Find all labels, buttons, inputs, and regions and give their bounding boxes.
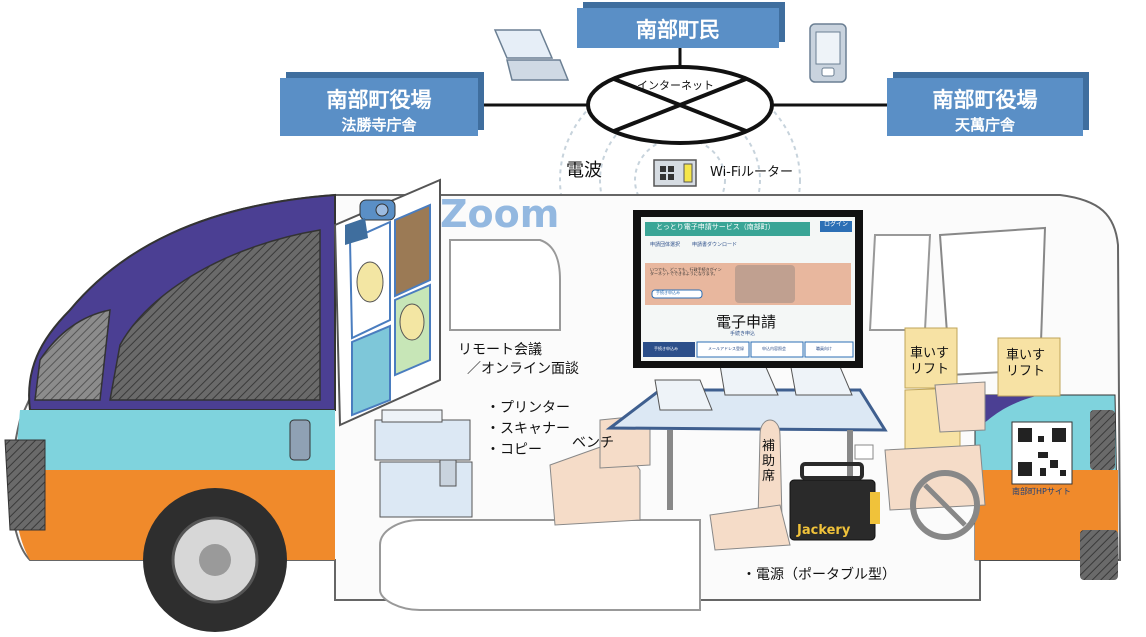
router-label: Wi-Fiルーター	[710, 165, 794, 180]
zoom-board	[333, 178, 441, 427]
table	[605, 361, 888, 510]
lift-label-1: 車いす リフト	[910, 346, 950, 378]
printer-label: ・プリンター	[486, 400, 570, 416]
remote-meeting-label-1: リモート会議	[458, 342, 542, 358]
screen-bottom-2[interactable]: メールアドレス登録	[708, 346, 744, 351]
tv-screen-frame	[633, 210, 863, 368]
router-icon	[653, 159, 697, 187]
scanner-label: ・スキャナー	[486, 421, 570, 437]
screen-title: 電子申請	[716, 313, 777, 331]
power-label: ・電源（ポータブル型）	[742, 567, 896, 583]
screen-subtitle: 手続き申込	[730, 331, 756, 337]
screen-login-button[interactable]: ログイン	[824, 221, 849, 228]
screen-banner-button[interactable]: 手続き申込み	[656, 290, 680, 295]
office-left-sub: 法勝寺庁舎	[341, 116, 417, 134]
jackery-label: Jackery	[797, 523, 851, 538]
printer	[374, 409, 473, 518]
jackery-power	[789, 462, 880, 541]
office-left-box: 南部町役場 法勝寺庁舎	[280, 78, 478, 136]
internet-node	[586, 65, 774, 145]
bench-label: ベンチ	[572, 435, 614, 451]
screen-bottom-4[interactable]: 職員向け	[816, 346, 832, 351]
assist-seat-label: 補助席	[762, 439, 776, 484]
assist-seat-shape	[709, 419, 791, 551]
office-left-title: 南部町役場	[326, 88, 432, 112]
qr-caption: 南部町HPサイト	[1012, 487, 1071, 496]
residents-box: 南部町民	[577, 8, 779, 48]
office-right-sub: 天萬庁舎	[954, 116, 1015, 134]
wheelchair-lift	[854, 327, 1061, 540]
office-right-title: 南部町役場	[932, 88, 1038, 112]
screen-banner-text: いつでも、どこでも、行政手続きがインターネットでできるようになります。	[650, 267, 722, 277]
residents-label: 南部町民	[636, 18, 720, 42]
screen-nav-1[interactable]: 申請団体選択	[650, 242, 681, 248]
radio-label: 電波	[566, 160, 602, 181]
lift-label-2: 車いす リフト	[1006, 348, 1046, 380]
phone-icon	[809, 23, 847, 83]
internet-label: インターネット	[637, 79, 714, 92]
remote-meeting-label-2: ／オンライン面談	[467, 361, 579, 377]
zoom-label: Zoom	[440, 192, 560, 236]
screen-nav-2[interactable]: 申請書ダウンロード	[692, 242, 738, 248]
screen-bottom-1[interactable]: 手続き申込み	[654, 346, 678, 351]
screen-header: とっとり電子申請サービス（南部町）	[656, 223, 775, 231]
office-right-box: 南部町役場 天萬庁舎	[887, 78, 1083, 136]
qr-code	[1011, 421, 1073, 485]
screen-bottom-3[interactable]: 申込内容照会	[762, 346, 786, 351]
laptop-icon	[493, 29, 570, 81]
copy-label: ・コピー	[486, 442, 542, 458]
